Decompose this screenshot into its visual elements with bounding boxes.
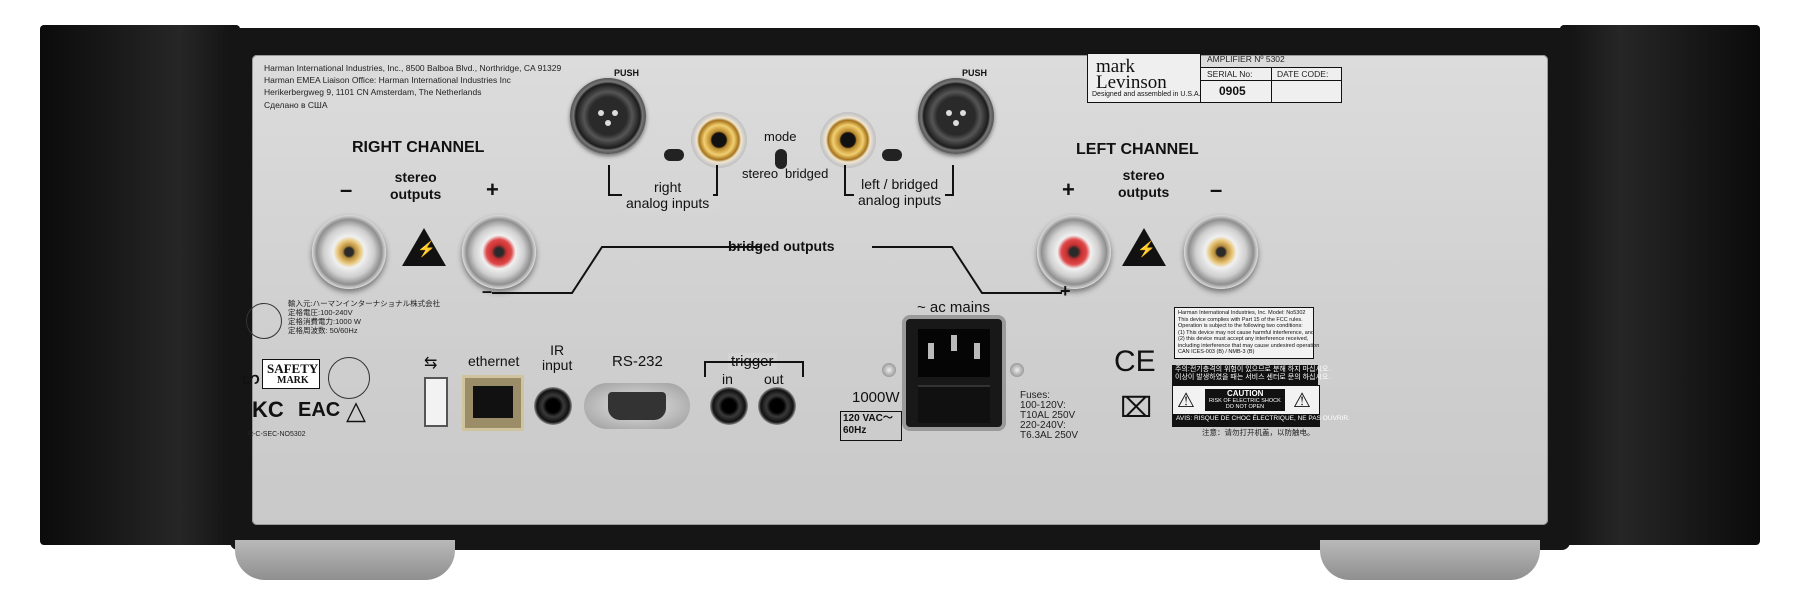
caution-label: ⚠ CAUTION RISK OF ELECTRIC SHOCK DO NOT … [1172, 385, 1350, 427]
eu-office: Harman EMEA Liaison Office: Harman Inter… [264, 75, 511, 85]
weee-bin-icon: ⌧ [1120, 392, 1153, 423]
left-rca-input[interactable] [820, 112, 876, 168]
caution-exclamation-icon: ⚠ [1293, 390, 1311, 412]
wattage-label: 1000W [852, 389, 900, 406]
mark-text: MARK [277, 375, 309, 386]
rcm-mark-icon: △ [346, 395, 366, 425]
left-side-panel [40, 25, 240, 545]
caution-subtitle: RISK OF ELECTRIC SHOCK DO NOT OPEN [1209, 398, 1281, 410]
xlr-push-label-right: PUSH [614, 68, 640, 78]
right-negative-binding-post[interactable] [312, 215, 386, 289]
manufacturer-address: Harman International Industries, Inc., 8… [264, 63, 562, 73]
model-number: AMPLIFIER Nº 5302 [1207, 54, 1285, 64]
right-input-switch[interactable] [664, 149, 684, 161]
avis-text: AVIS: RISQUE DE CHOC ÉLECTRIQUE, NE PAS … [1176, 415, 1350, 422]
right-plus-symbol: + [486, 177, 499, 202]
korean-warning-text: 주의:전기충격의 위험이 있으므로 분해 하지 마십시오. 이상이 발생하였을 … [1175, 366, 1331, 381]
ir-input-jack[interactable] [534, 387, 572, 425]
caution-shock-icon: ⚠ [1177, 390, 1195, 412]
left-input-switch[interactable] [882, 149, 902, 161]
left-stereo-outputs-label: stereo outputs [1118, 167, 1170, 200]
left-positive-binding-post[interactable] [1037, 215, 1111, 289]
right-rca-input[interactable] [691, 112, 747, 168]
bridged-plus-symbol: + [1060, 281, 1071, 301]
brand-logo-box: mark Levinson Designed and assembled in … [1087, 53, 1201, 103]
date-label: DATE CODE: [1277, 69, 1329, 79]
mode-label: mode [764, 129, 797, 144]
kc-code: R-C-SEC-NO5302 [248, 431, 306, 438]
left-channel-title: LEFT CHANNEL [1076, 141, 1199, 158]
ethernet-port[interactable] [462, 375, 524, 431]
serial-box: SERIAL No: DATE CODE: 0905 [1200, 67, 1342, 103]
safety-text: SAFETY [267, 361, 319, 376]
ce-mark: CE [1114, 345, 1156, 378]
right-shock-warning-icon [402, 228, 446, 266]
csa-mark-icon [328, 357, 370, 399]
voltage-label: 120 VAC～ 60Hz [843, 413, 893, 436]
ir-input-label: IR input [542, 342, 573, 373]
inlet-screw-left [882, 363, 896, 377]
caution-box: CAUTION RISK OF ELECTRIC SHOCK DO NOT OP… [1205, 389, 1285, 411]
rear-panel: Harman International Industries, Inc., 8… [238, 53, 1548, 525]
trigger-in-jack[interactable] [710, 387, 748, 425]
voltage-box: 120 VAC～ 60Hz [840, 411, 902, 441]
bridged-outputs-label: bridged outputs [728, 238, 835, 254]
korean-warning: 주의:전기충격의 위험이 있으므로 분해 하지 마십시오. 이상이 발생하였을 … [1172, 365, 1330, 385]
tagline: Designed and assembled in U.S.A. [1092, 91, 1201, 98]
left-plus-symbol: + [1062, 177, 1075, 202]
eu-address: Herikerbergweg 9, 1101 CN Amsterdam, The… [264, 87, 482, 97]
xlr-push-label-left: PUSH [962, 68, 988, 78]
right-stereo-outputs-label: stereo outputs [390, 169, 442, 202]
right-foot [1320, 540, 1540, 580]
right-xlr-input[interactable] [570, 78, 646, 154]
ac-mains-label: ~ ac mains [917, 299, 990, 316]
left-xlr-input[interactable] [918, 78, 994, 154]
left-shock-warning-icon [1122, 228, 1166, 266]
right-side-panel [1560, 25, 1760, 545]
trigger-out-jack[interactable] [758, 387, 796, 425]
logo-mark: mark [1096, 56, 1136, 77]
trigger-out-label: out [764, 371, 784, 387]
made-in-usa-ru: Сделано в США [264, 100, 328, 110]
right-minus-symbol: – [340, 177, 353, 202]
iec-power-inlet[interactable] [906, 319, 1002, 427]
right-channel-title: RIGHT CHANNEL [352, 139, 485, 156]
rs232-label: RS-232 [612, 353, 663, 370]
japan-rating-label: 輸入元:ハーマンインターナショナル株式会社 定格電圧:100-240V 定格消費… [288, 299, 441, 335]
fcc-label: Harman International Industries, Inc. Mo… [1174, 307, 1319, 359]
right-positive-binding-post[interactable] [462, 215, 536, 289]
bridged-minus-symbol: – [482, 281, 493, 301]
left-minus-symbol: – [1210, 177, 1223, 202]
bridged-outputs-line [492, 246, 1062, 294]
mode-stereo-label: stereo [742, 166, 779, 181]
kc-mark-icon: KC [252, 397, 284, 422]
rs232-port[interactable] [584, 383, 690, 429]
ethernet-label: ethernet [468, 353, 520, 369]
safety-swoosh-icon: ᔕ [242, 367, 260, 389]
trigger-in-label: in [722, 371, 733, 387]
safety-mark-badge: SAFETY MARK [262, 359, 320, 389]
logo-levinson: Levinson [1096, 72, 1167, 93]
inlet-screw-right [1010, 363, 1024, 377]
right-analog-inputs-label: right analog inputs [622, 179, 714, 211]
mode-bridged-label: bridged [785, 166, 829, 181]
fuses-label: Fuses: 100-120V: T10AL 250V 220-240V: T6… [1020, 390, 1079, 441]
chinese-warning: 注意：请勿打开机盖，以防触电。 [1202, 428, 1315, 437]
usb-port[interactable] [424, 377, 448, 427]
trigger-bracket [704, 361, 804, 377]
usb-icon: ⇆ [424, 355, 438, 372]
serial-label: SERIAL No: [1207, 69, 1253, 79]
mode-switch[interactable] [775, 149, 787, 169]
left-negative-binding-post[interactable] [1184, 215, 1258, 289]
left-foot [235, 540, 455, 580]
serial-value: 0905 [1219, 84, 1246, 98]
caution-title: CAUTION [1227, 389, 1264, 398]
fcc-text: Harman International Industries, Inc. Mo… [1178, 310, 1320, 355]
eac-mark: EAC [298, 399, 341, 421]
left-analog-inputs-label: left / bridged analog inputs [854, 176, 946, 208]
